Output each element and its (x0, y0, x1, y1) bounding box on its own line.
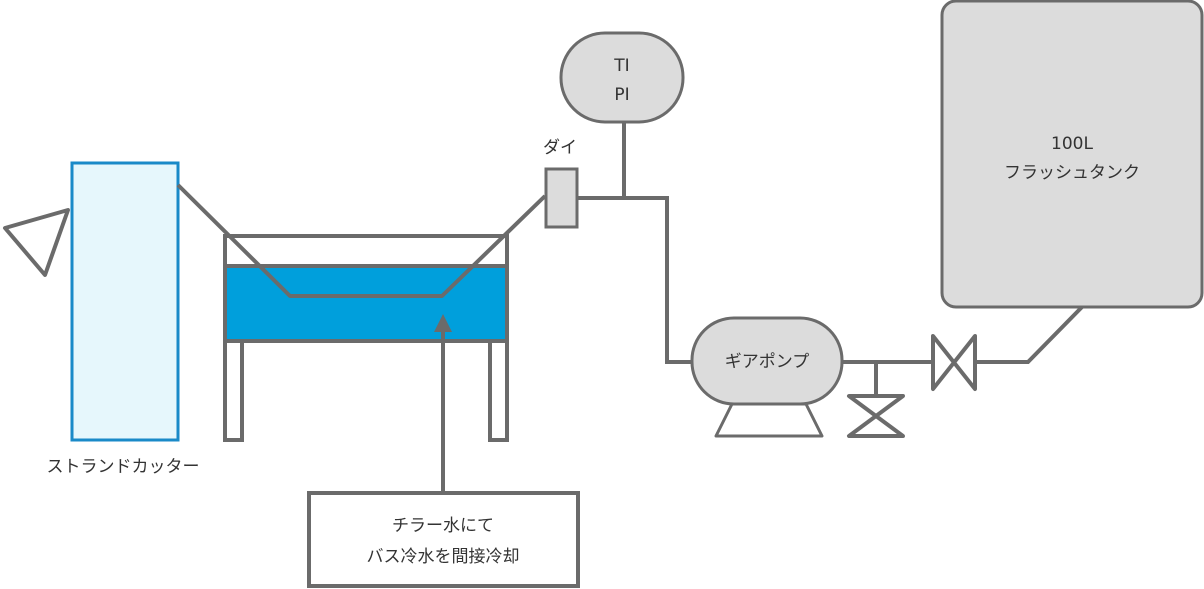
inline-valve (931, 334, 977, 391)
cutter-body (70, 161, 180, 442)
tank-body (940, 0, 1204, 309)
pump-label: ギアポンプ (725, 352, 810, 372)
die-body (544, 167, 579, 229)
inline-valve-symbol (931, 334, 977, 391)
bath-water (223, 264, 509, 343)
chiller-note-line2: バス冷水を間接冷却 (367, 547, 520, 567)
drain-valve-symbol (847, 394, 905, 438)
bath-leg-left (223, 339, 244, 442)
instrument-body (559, 31, 685, 124)
gear-pump: ギアポンプ (690, 316, 844, 438)
piping (577, 122, 1084, 396)
chiller-note-line1: チラー水にて (392, 516, 494, 536)
chiller-arrow-head (434, 314, 452, 332)
tank-label-name: フラッシュタンク (1004, 163, 1140, 183)
instrument-label-pi: PI (614, 85, 629, 105)
cutter-output-cone (3, 208, 70, 277)
strand-line (176, 183, 547, 298)
die-label: ダイ (543, 138, 577, 158)
pump-base (714, 402, 824, 438)
flush-tank: 100L フラッシュタンク (940, 0, 1204, 309)
instrument-label-ti: TI (613, 56, 629, 76)
die: ダイ (543, 138, 579, 229)
cooling-bath (223, 234, 509, 442)
pipe-valve-to-tank (975, 305, 1084, 364)
pump-body (690, 316, 844, 406)
drain-valve (847, 394, 905, 438)
bath-leg-right (488, 339, 509, 442)
ti-pi-instrument: TI PI (559, 31, 685, 124)
chiller-note-box (307, 491, 580, 588)
strand-cutter: ストランドカッター (3, 161, 200, 477)
chiller-note: チラー水にて バス冷水を間接冷却 (307, 314, 580, 588)
pipe-die-to-pump (577, 196, 694, 364)
strand-cutter-label: ストランドカッター (47, 457, 200, 477)
tank-label-capacity: 100L (1051, 134, 1093, 154)
